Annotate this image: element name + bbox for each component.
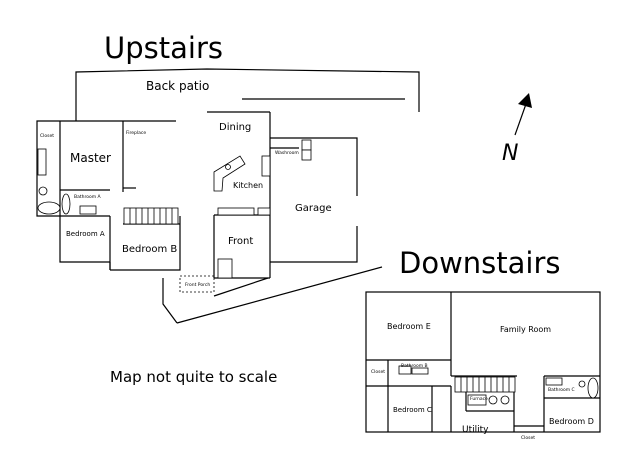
master-label: Master [70, 151, 111, 165]
back-patio-label: Back patio [146, 79, 209, 93]
bedroom-a-label: Bedroom A [66, 230, 105, 238]
closet-e-label: Closet [371, 369, 385, 375]
bedroom-b-label: Bedroom B [122, 244, 177, 255]
bathroom-c-label: Bathroom C [548, 387, 575, 393]
garage-label: Garage [295, 203, 332, 214]
family-room-label: Family Room [500, 325, 551, 334]
downstairs-stairs [454, 376, 516, 393]
bedroom-e-label: Bedroom E [387, 322, 431, 331]
bathroom-b-label: Bathroom B [401, 363, 428, 369]
downstairs-title: Downstairs [399, 246, 561, 280]
dining-label: Dining [219, 122, 251, 133]
closet-label: Closet [40, 133, 54, 139]
front-porch-label: Front Porch [185, 282, 210, 288]
scale-note: Map not quite to scale [110, 368, 277, 386]
upstairs-stairs [123, 207, 179, 225]
furnace-label: Furnace [470, 396, 488, 402]
north-arrow-icon [514, 93, 532, 136]
washroom-label: Washroom [275, 150, 299, 156]
downstairs-plan [365, 291, 601, 433]
utility-label: Utility [462, 425, 489, 435]
bedroom-c-label: Bedroom C [393, 406, 432, 414]
closet-d-label: Closet [521, 435, 535, 441]
bathroom-a-label: Bathroom A [74, 194, 102, 200]
front-label: Front [228, 236, 253, 247]
upstairs-title: Upstairs [104, 31, 223, 65]
compass-label: N [502, 141, 518, 166]
fireplace-label: Fireplace [126, 130, 146, 136]
bedroom-d-label: Bedroom D [549, 417, 594, 426]
kitchen-label: Kitchen [233, 181, 263, 190]
upstairs-plan [36, 68, 420, 324]
